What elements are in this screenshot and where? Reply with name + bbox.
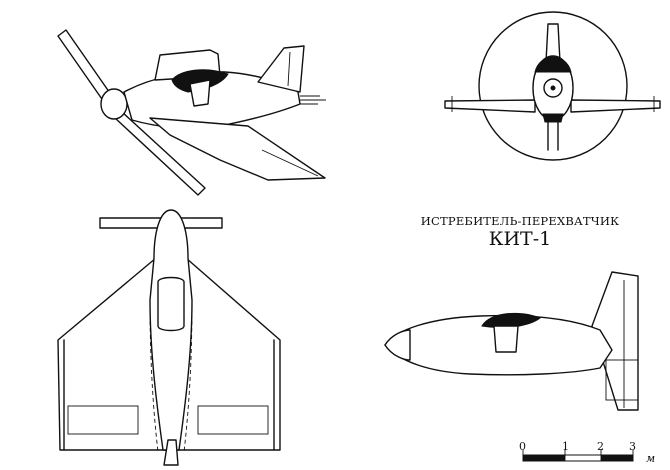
wing-perspective <box>149 117 326 181</box>
scale-label-2: 2 <box>597 440 604 453</box>
perspective-view <box>57 29 326 196</box>
spinner-side <box>384 329 411 361</box>
rudder-line <box>287 51 291 87</box>
scale-label-0: 0 <box>519 440 526 453</box>
fin-side <box>591 271 639 411</box>
cockpit-door <box>189 79 211 107</box>
spinner-center <box>550 85 556 91</box>
hidden-line-right <box>183 299 193 453</box>
propeller-blade-upper <box>57 29 113 103</box>
stabilizer-side <box>605 359 639 401</box>
propeller-disc <box>478 11 628 161</box>
aircraft-name: КИТ-1 <box>488 228 552 250</box>
canopy-glass-perspective <box>171 69 229 93</box>
wing-front-right <box>570 99 661 113</box>
scale-bar-seg-1 <box>523 455 565 461</box>
scale-label-1: 1 <box>562 440 569 453</box>
scale-unit: м <box>646 452 656 465</box>
scale-bar <box>522 450 634 462</box>
front-view <box>444 11 661 161</box>
door-side <box>493 325 519 353</box>
scale-label-3: 3 <box>629 440 636 453</box>
top-view <box>57 209 281 466</box>
tail-top <box>163 439 179 466</box>
aileron-left <box>67 405 139 435</box>
spinner <box>100 88 128 120</box>
canopy-top <box>157 276 185 332</box>
side-view <box>384 271 639 411</box>
tail-fin-perspective <box>257 45 305 93</box>
ventral-intake <box>542 113 564 123</box>
wing-front-left <box>444 99 536 113</box>
aileron-right <box>197 405 269 435</box>
flap-line <box>261 149 319 177</box>
aircraft-type-label: ИСТРЕБИТЕЛЬ-ПЕРЕХВАТЧИК <box>420 214 620 228</box>
scale-bar-seg-3 <box>601 455 633 461</box>
hidden-line-left <box>149 299 159 453</box>
canopy-front <box>534 56 572 73</box>
